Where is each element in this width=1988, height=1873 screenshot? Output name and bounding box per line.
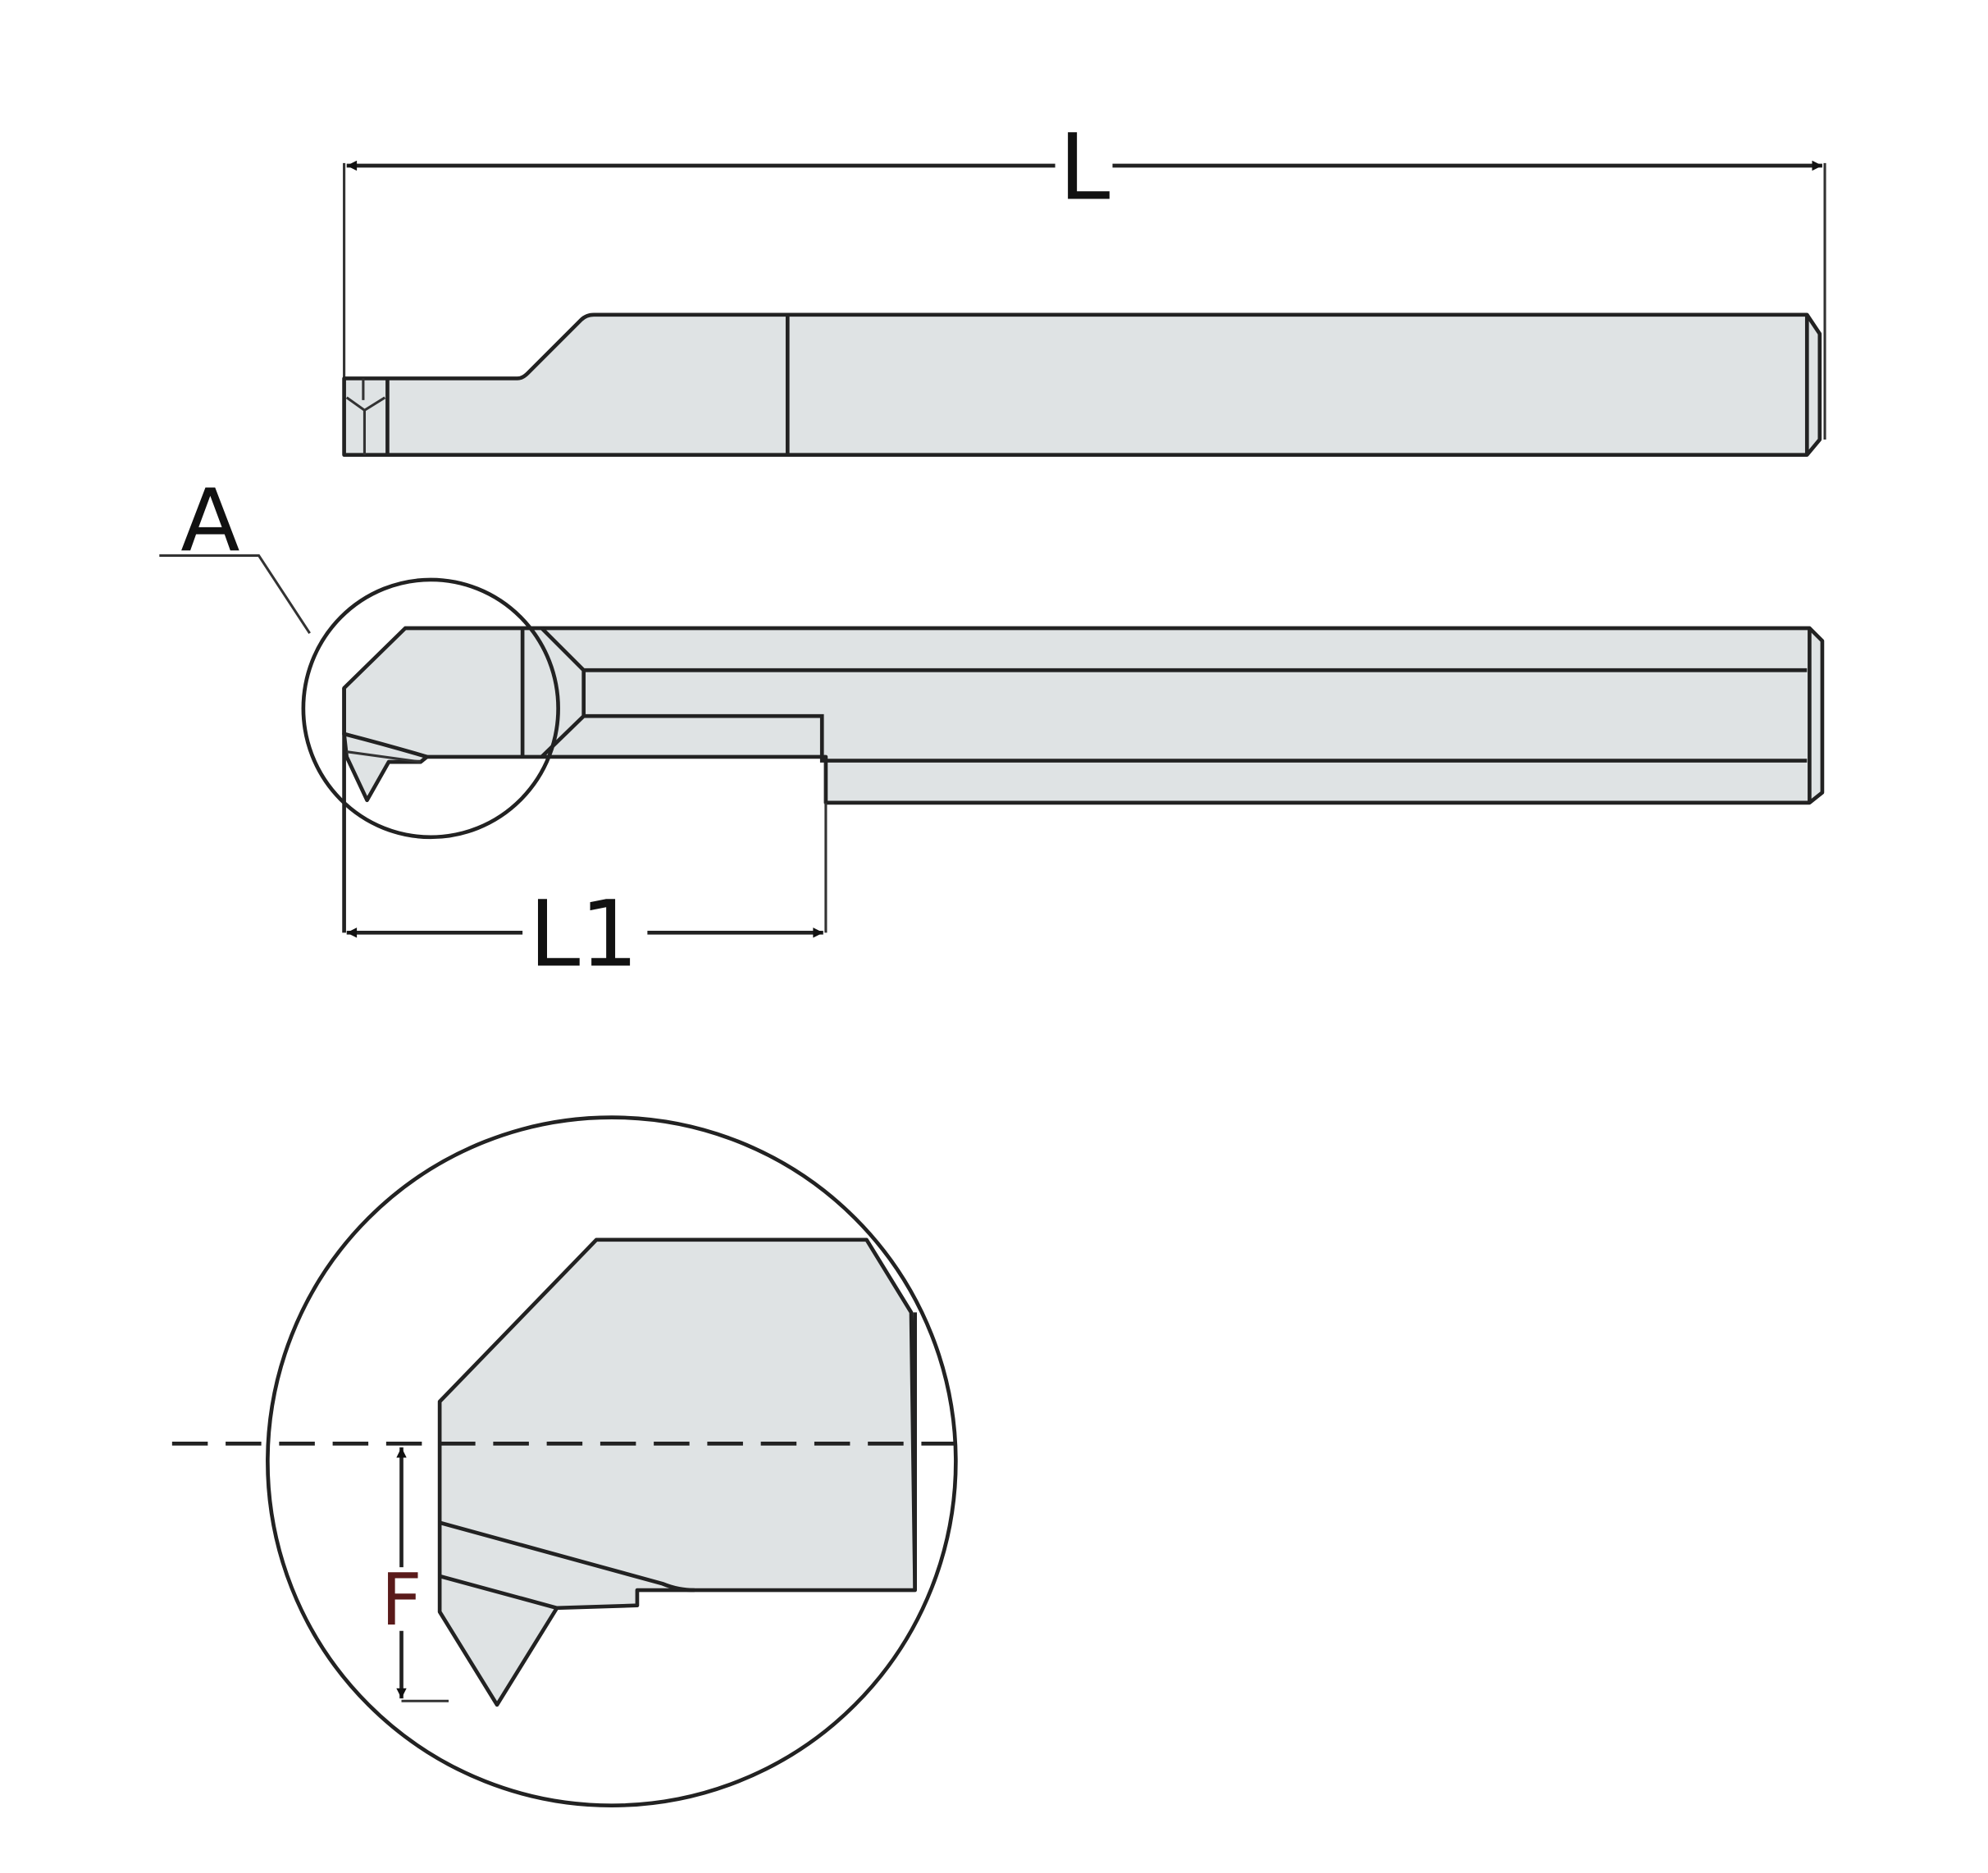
detail-tool-outline: [437, 1237, 917, 1707]
rake-edge: [439, 1520, 695, 1593]
dimension-label-f: F: [381, 1558, 422, 1642]
detail-leader-line: [159, 554, 311, 635]
detail-circle: [266, 1115, 958, 1807]
tip-edge: [346, 750, 422, 763]
side-view: A L1: [159, 470, 1825, 988]
detail-view-a: F: [171, 1115, 969, 1807]
detail-circle-a: [301, 577, 560, 840]
cutting-tip: [342, 731, 429, 803]
top-view: L: [342, 114, 1826, 458]
dimension-label-l: L: [1059, 114, 1110, 221]
edge-line: [540, 713, 1808, 763]
shank-top-outline: [342, 312, 1822, 458]
dimension-label-l1: L1: [529, 882, 639, 988]
rake-edge: [439, 1574, 558, 1611]
detail-label-a: A: [180, 470, 239, 571]
tip-edge: [345, 396, 386, 455]
